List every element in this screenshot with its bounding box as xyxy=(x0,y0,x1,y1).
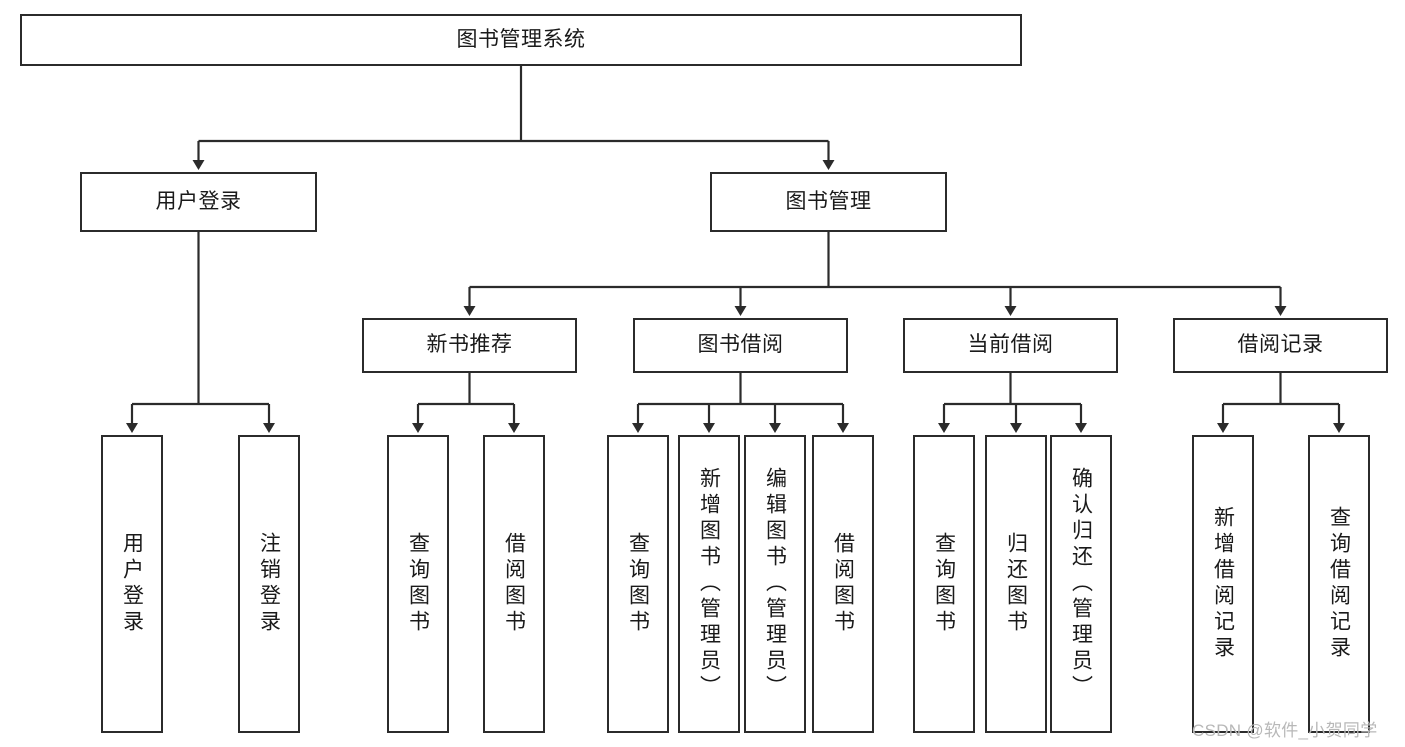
node-l_bo_edit[interactable]: 编辑图书（管理员） xyxy=(744,435,806,733)
node-l_bo_add[interactable]: 新增图书（管理员） xyxy=(678,435,740,733)
node-l_bo_q[interactable]: 查询图书 xyxy=(607,435,669,733)
node-label: 图书管理系统 xyxy=(456,27,586,51)
node-label: 当前借阅 xyxy=(967,333,1054,357)
node-l_nb_q[interactable]: 查询图书 xyxy=(387,435,449,733)
node-label: 注销登录 xyxy=(257,532,281,636)
node-label: 用户登录 xyxy=(120,532,144,636)
node-label: 查询图书 xyxy=(932,532,956,636)
node-records[interactable]: 借阅记录 xyxy=(1173,318,1388,373)
node-label: 图书借阅 xyxy=(697,333,784,357)
node-label: 借阅图书 xyxy=(502,532,526,636)
node-label: 确认归还（管理员） xyxy=(1069,467,1093,701)
node-label: 查询图书 xyxy=(626,532,650,636)
node-label: 新书推荐 xyxy=(426,333,513,357)
node-login[interactable]: 用户登录 xyxy=(80,172,317,232)
node-label: 用户登录 xyxy=(155,189,242,213)
node-l_login[interactable]: 用户登录 xyxy=(101,435,163,733)
node-label: 新增借阅记录 xyxy=(1211,506,1235,662)
node-label: 借阅记录 xyxy=(1237,333,1324,357)
node-l_bo_brw[interactable]: 借阅图书 xyxy=(812,435,874,733)
node-root[interactable]: 图书管理系统 xyxy=(20,14,1022,66)
node-l_nb_b[interactable]: 借阅图书 xyxy=(483,435,545,733)
node-label: 归还图书 xyxy=(1004,532,1028,636)
node-label: 编辑图书（管理员） xyxy=(763,467,787,701)
node-label: 查询借阅记录 xyxy=(1327,506,1351,662)
node-bookmgmt[interactable]: 图书管理 xyxy=(710,172,947,232)
node-l_cu_q[interactable]: 查询图书 xyxy=(913,435,975,733)
node-label: 图书管理 xyxy=(785,189,872,213)
node-label: 查询图书 xyxy=(406,532,430,636)
node-label: 新增图书（管理员） xyxy=(697,467,721,701)
node-l_cu_ret[interactable]: 归还图书 xyxy=(985,435,1047,733)
watermark-label: CSDN @软件_小贺同学 xyxy=(1192,721,1378,740)
node-borrow[interactable]: 图书借阅 xyxy=(633,318,848,373)
node-newbook[interactable]: 新书推荐 xyxy=(362,318,577,373)
node-l_logout[interactable]: 注销登录 xyxy=(238,435,300,733)
node-l_rc_q[interactable]: 查询借阅记录 xyxy=(1308,435,1370,733)
node-label: 借阅图书 xyxy=(831,532,855,636)
node-current[interactable]: 当前借阅 xyxy=(903,318,1118,373)
node-l_cu_conf[interactable]: 确认归还（管理员） xyxy=(1050,435,1112,733)
node-l_rc_add[interactable]: 新增借阅记录 xyxy=(1192,435,1254,733)
